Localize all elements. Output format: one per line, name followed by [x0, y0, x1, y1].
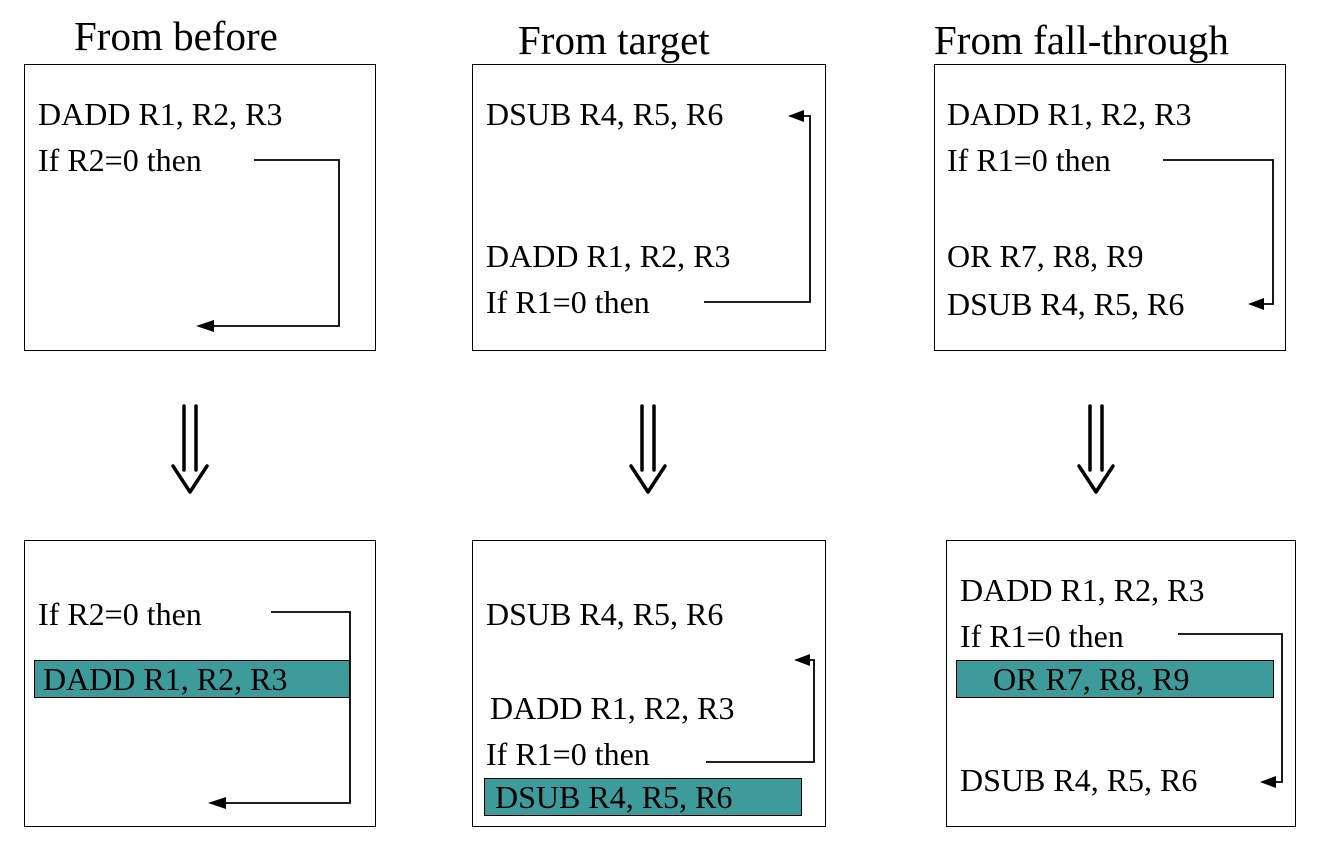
down-double-arrow-col1-icon — [171, 404, 209, 494]
heading-from-target: From target — [518, 17, 710, 63]
fallthrough-scheduled-highlight: OR R7, R8, R9 — [956, 660, 1274, 698]
fallthrough-original-line-branch: If R1=0 then — [947, 142, 1111, 178]
before-scheduled-highlight-text: DADD R1, R2, R3 — [43, 661, 288, 697]
target-scheduled-line-dsub: DSUB R4, R5, R6 — [486, 596, 724, 632]
target-scheduled-highlight-text: DSUB R4, R5, R6 — [495, 779, 733, 815]
before-scheduled-highlight: DADD R1, R2, R3 — [34, 660, 350, 698]
before-original-line-branch: If R2=0 then — [38, 142, 202, 178]
target-original-line-dsub: DSUB R4, R5, R6 — [486, 96, 724, 132]
fallthrough-original-line-or: OR R7, R8, R9 — [947, 238, 1144, 274]
down-double-arrow-col3-icon — [1077, 404, 1115, 494]
target-scheduled-highlight: DSUB R4, R5, R6 — [484, 778, 802, 816]
fallthrough-original-line-dadd: DADD R1, R2, R3 — [947, 96, 1192, 132]
down-double-arrow-col2-icon — [629, 404, 667, 494]
before-original-line-dadd: DADD R1, R2, R3 — [38, 96, 283, 132]
target-scheduled-line-branch: If R1=0 then — [486, 736, 650, 772]
fallthrough-scheduled-line-dsub: DSUB R4, R5, R6 — [960, 762, 1198, 798]
fallthrough-scheduled-line-branch: If R1=0 then — [960, 618, 1124, 654]
before-scheduled-line-branch: If R2=0 then — [38, 596, 202, 632]
fallthrough-scheduled-line-dadd: DADD R1, R2, R3 — [960, 572, 1205, 608]
target-original-line-dadd: DADD R1, R2, R3 — [486, 238, 731, 274]
heading-from-fall-through: From fall-through — [934, 17, 1229, 63]
heading-from-before: From before — [74, 13, 278, 59]
fallthrough-original-line-dsub: DSUB R4, R5, R6 — [947, 286, 1185, 322]
target-scheduled-line-dadd: DADD R1, R2, R3 — [490, 690, 735, 726]
fallthrough-scheduled-highlight-text: OR R7, R8, R9 — [993, 661, 1190, 697]
target-original-line-branch: If R1=0 then — [486, 284, 650, 320]
